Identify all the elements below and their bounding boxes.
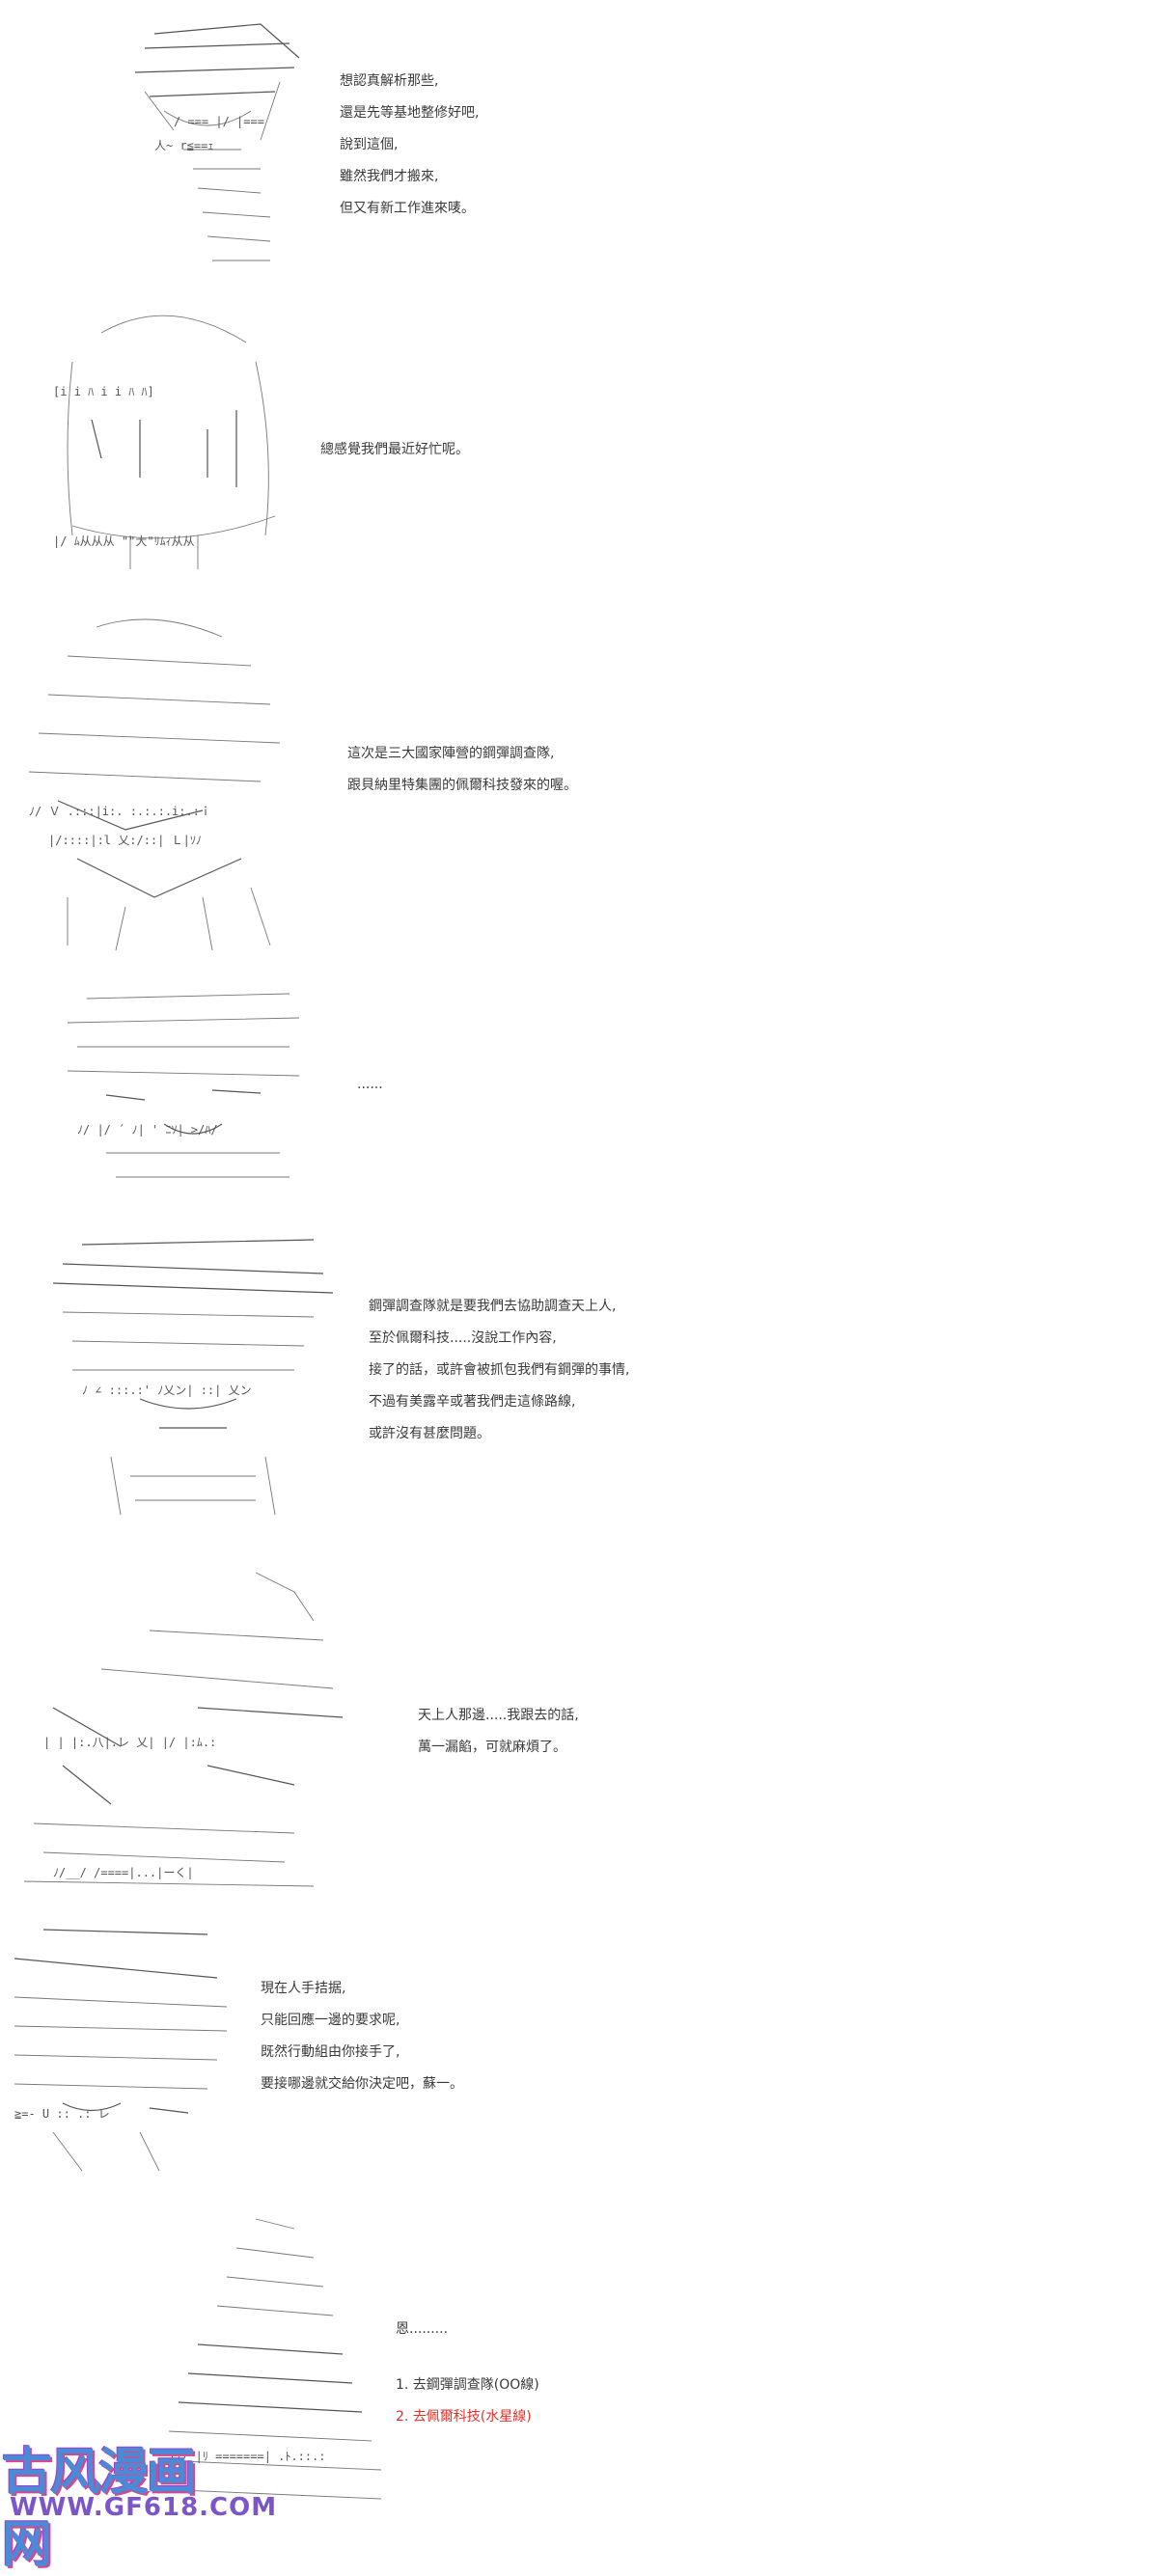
panel-8: |ﾉ/ |ﾘ =======| .ﾄ.::.: 恩......... 1. 去鋼… [0, 2209, 1158, 2537]
ascii-art-character-1: / === |/ |=== 人~ r≦==ｪ [116, 5, 309, 275]
panel-5: ﾉ ∠ :::.:' ﾉ乂ン| ::| 乂ン 鋼彈調查隊就是要我們去協助調查天上… [0, 1220, 1158, 1529]
ascii-art-character-2: [i i ﾊ i i ﾊ ﾊ] |/ ﾑ从从从 ""大"ﾘﾑｨ从从 [43, 304, 294, 574]
dialog-line: ...... [357, 1077, 383, 1092]
svg-text:≧=- U :: .: レ: ≧=- U :: .: レ [14, 2107, 110, 2121]
choice-mercury-line[interactable]: 2. 去佩爾科技(水星線) [396, 2409, 532, 2425]
svg-text:|/ ﾑ从从从 ""大"ﾘﾑｨ从从: |/ ﾑ从从从 ""大"ﾘﾑｨ从从 [53, 534, 195, 548]
dialog-line: 恩......... [396, 2321, 449, 2337]
ascii-art-character-6: | | |:.八|.レ 乂| |/ |:ﾑ.: ﾉ/__/ /====|...|… [5, 1553, 372, 1901]
panel-1: / === |/ |=== 人~ r≦==ｪ 想認真解析那些, 還是先等基地整修… [0, 0, 1158, 280]
dialog-line: 萬一漏餡，可就麻煩了。 [418, 1740, 566, 1755]
panel-3: ﾉ/ Ｖ .:::|i:. :.:.:.i:.:ｉ |/::::|:l 乂:/:… [0, 603, 1158, 960]
dialog-line: 跟貝納里特集團的佩爾科技發來的喔。 [347, 778, 577, 793]
dialog-line: 想認真解析那些, [340, 73, 439, 89]
dialog-line: 還是先等基地整修好吧, [340, 105, 480, 121]
svg-text:[i i ﾊ i i ﾊ ﾊ]: [i i ﾊ i i ﾊ ﾊ] [53, 385, 154, 398]
dialog-7: 現在人手拮据, 只能回應一邊的要求呢, 既然行動組由你接手了, 要接哪邊就交給你… [261, 1973, 463, 2100]
choice-oo-line[interactable]: 1. 去鋼彈調查隊(OO線) [396, 2377, 539, 2393]
dialog-line: 或許沒有甚麼問題。 [369, 1426, 490, 1441]
choice-list: 1. 去鋼彈調查隊(OO線) 2. 去佩爾科技(水星線) [396, 2370, 539, 2433]
dialog-line: 要接哪邊就交給你決定吧，蘇一。 [261, 2076, 463, 2092]
svg-text:ﾉ/__/ /====|...|ーく|: ﾉ/__/ /====|...|ーく| [53, 1866, 194, 1879]
dialog-line: 總感覺我們最近好忙呢。 [320, 442, 469, 457]
dialog-line: 鋼彈調查隊就是要我們去協助調查天上人, [369, 1299, 617, 1314]
ascii-art-character-8: |ﾉ/ |ﾘ =======| .ﾄ.::.: [150, 2209, 382, 2518]
site-watermark: 古风漫画网 WWW.GF618.COM [0, 2431, 276, 2574]
svg-text:/ === |/ |===: / === |/ |=== [174, 115, 264, 128]
ascii-art-character-5: ﾉ ∠ :::.:' ﾉ乂ン| ::| 乂ン [43, 1225, 334, 1524]
dialog-line: 既然行動組由你接手了, [261, 2044, 400, 2060]
ascii-art-character-3: ﾉ/ Ｖ .:::|i:. :.:.:.i:.:ｉ |/::::|:l 乂:/:… [10, 608, 299, 955]
dialog-line: 雖然我們才搬來, [340, 169, 439, 184]
svg-text:ﾉ ∠ :::.:' ﾉ乂ン| ::| 乂ン: ﾉ ∠ :::.:' ﾉ乂ン| ::| 乂ン [82, 1384, 252, 1397]
watermark-url: WWW.GF618.COM [10, 2493, 278, 2522]
dialog-6: 天上人那邊.....我跟去的話, 萬一漏餡，可就麻煩了。 [418, 1700, 579, 1764]
dialog-3: 這次是三大國家陣營的鋼彈調查隊, 跟貝納里特集團的佩爾科技發來的喔。 [347, 738, 577, 802]
dialog-line: 天上人那邊.....我跟去的話, [418, 1708, 579, 1723]
dialog-line: 這次是三大國家陣營的鋼彈調查隊, [347, 746, 555, 761]
dialog-8: 恩......... [396, 2314, 448, 2345]
svg-text:ﾉ/ Ｖ .:::|i:. :.:.:.i:.:ｉ: ﾉ/ Ｖ .:::|i:. :.:.:.i:.:ｉ [29, 805, 211, 818]
dialog-line: 接了的話，或許會被抓包我們有鋼彈的事情, [369, 1362, 630, 1378]
panel-4: ﾉ/ |/ ´ ﾉ| ' ﾆｿ| >/ﾊ/ ...... [0, 974, 1158, 1201]
dialog-line: 只能回應一邊的要求呢, [261, 2013, 400, 2028]
panel-7: ≧=- U :: .: レ 現在人手拮据, 只能回應一邊的要求呢, 既然行動組由… [0, 1915, 1158, 2185]
dialog-5: 鋼彈調查隊就是要我們去協助調查天上人, 至於佩爾科技.....沒說工作內容, 接… [369, 1291, 629, 1450]
svg-text:| | |:.八|.レ 乂| |/ |:ﾑ.:: | | |:.八|.レ 乂| |/ |:ﾑ.: [43, 1736, 216, 1749]
dialog-line: 不過有美露辛或著我們走這條路線, [369, 1394, 576, 1410]
dialog-line: 但又有新工作進來唛。 [340, 201, 475, 216]
dialog-1: 想認真解析那些, 還是先等基地整修好吧, 說到這個, 雖然我們才搬來, 但又有新… [340, 66, 479, 225]
svg-text:|/::::|:l 乂:/::| Ｌ|ｿﾉ: |/::::|:l 乂:/::| Ｌ|ｿﾉ [48, 834, 202, 847]
ascii-art-character-7: ≧=- U :: .: レ [5, 1920, 236, 2180]
panel-2: [i i ﾊ i i ﾊ ﾊ] |/ ﾑ从从从 ""大"ﾘﾑｨ从从 總感覺我們最… [0, 299, 1158, 579]
svg-text:ﾉ/ |/ ´ ﾉ| ' ﾆｿ| >/ﾊ/: ﾉ/ |/ ´ ﾉ| ' ﾆｿ| >/ﾊ/ [77, 1123, 218, 1137]
svg-text:|ﾉ/ |ﾘ =======| .ﾄ.::.:: |ﾉ/ |ﾘ =======| .ﾄ.::.: [169, 2450, 326, 2463]
svg-text:人~ r≦==ｪ: 人~ r≦==ｪ [154, 139, 213, 152]
dialog-line: 說到這個, [340, 137, 399, 152]
dialog-4: ...... [357, 1069, 383, 1101]
dialog-2: 總感覺我們最近好忙呢。 [320, 434, 469, 466]
dialog-line: 至於佩爾科技.....沒說工作內容, [369, 1330, 557, 1346]
ascii-art-character-4: ﾉ/ |/ ´ ﾉ| ' ﾆｿ| >/ﾊ/ [48, 979, 318, 1196]
dialog-line: 現在人手拮据, [261, 1981, 346, 1996]
panel-6: | | |:.八|.レ 乂| |/ |:ﾑ.: ﾉ/__/ /====|...|… [0, 1548, 1158, 1905]
